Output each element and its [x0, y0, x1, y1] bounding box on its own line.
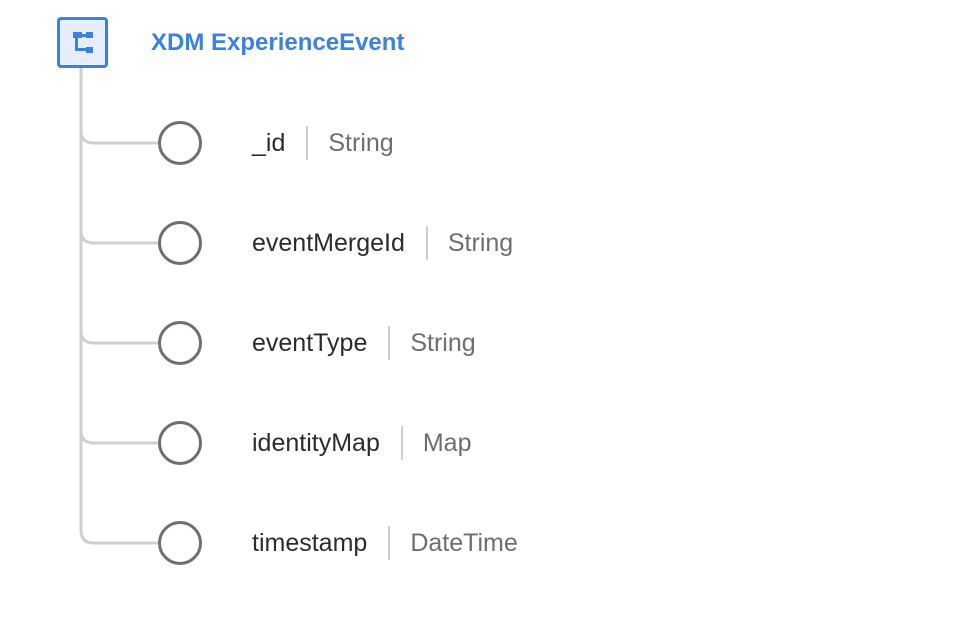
field-node-circle[interactable] [158, 321, 202, 365]
field-row-eventmergeid[interactable]: eventMergeId String [158, 218, 513, 268]
field-type: String [447, 229, 514, 257]
branch-line-2 [79, 230, 158, 245]
field-type: String [328, 129, 394, 157]
field-separator [400, 426, 403, 460]
field-node-circle[interactable] [158, 521, 202, 565]
branch-line-1 [79, 130, 158, 145]
field-type: Map [422, 429, 472, 457]
field-row-identitymap[interactable]: identityMap Map [158, 418, 472, 468]
field-name: _id [252, 129, 286, 157]
field-name: timestamp [252, 529, 368, 557]
field-name: eventType [252, 329, 368, 357]
field-row-id[interactable]: _id String [158, 118, 394, 168]
field-separator [306, 126, 309, 160]
field-type: DateTime [410, 529, 518, 557]
branch-line-4 [79, 430, 158, 445]
field-row-timestamp[interactable]: timestamp DateTime [158, 518, 518, 568]
schema-tree-icon[interactable] [57, 17, 108, 68]
field-separator [388, 526, 391, 560]
field-name: identityMap [252, 429, 380, 457]
field-node-circle[interactable] [158, 421, 202, 465]
tree-trunk-line [79, 68, 158, 545]
branch-line-3 [79, 330, 158, 345]
field-node-circle[interactable] [158, 221, 202, 265]
field-node-circle[interactable] [158, 121, 202, 165]
field-separator [388, 326, 391, 360]
field-separator [425, 226, 428, 260]
field-type: String [410, 329, 476, 357]
field-name: eventMergeId [252, 229, 405, 257]
field-row-eventtype[interactable]: eventType String [158, 318, 476, 368]
schema-title[interactable]: XDM ExperienceEvent [151, 29, 405, 56]
schema-tree-glyph [73, 32, 93, 53]
